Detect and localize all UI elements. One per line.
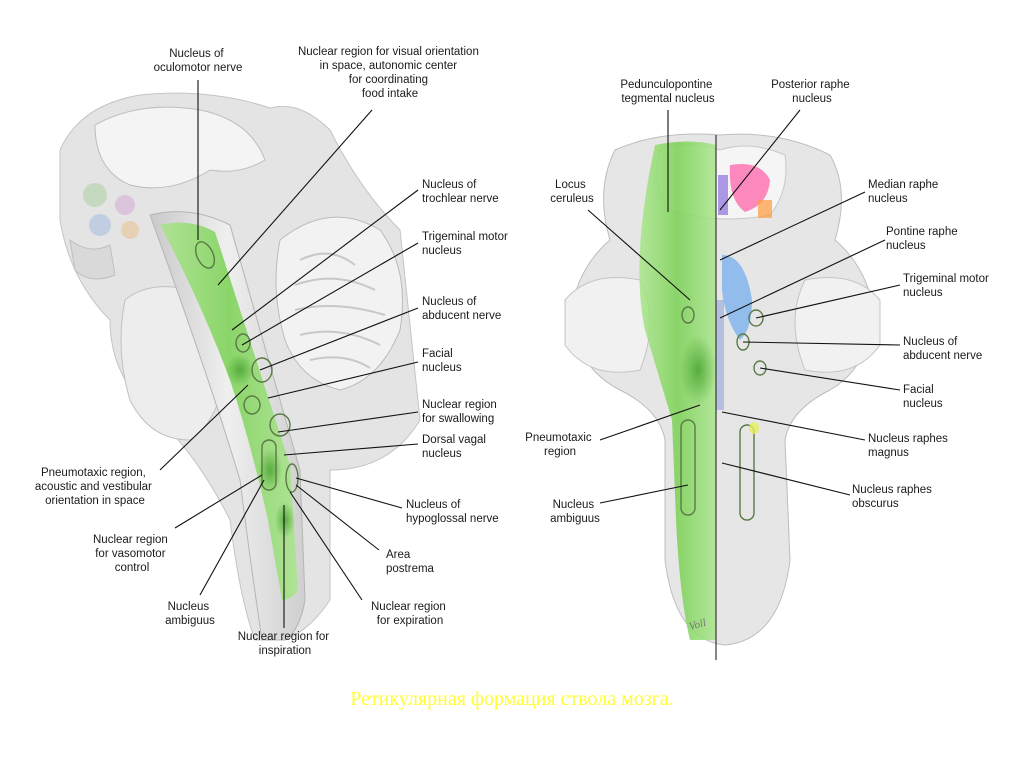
label-area-postrema: Area postrema [386, 549, 435, 575]
label-oculomotor-nucleus: Nucleus of oculomotor nerve [154, 48, 243, 74]
label-visual-orientation-region: Nuclear region for visual orientation in… [298, 46, 482, 100]
label-median-raphe-nucleus: Median raphe nucleus [868, 179, 942, 205]
cerebral-peduncle-left [565, 278, 650, 373]
label-facial-nucleus: Facial nucleus [422, 348, 462, 374]
label-hypoglossal-nucleus: Nucleus of hypoglossal nerve [406, 499, 499, 525]
label-pedunculopontine-nucleus: Pedunculopontine tegmental nucleus [620, 79, 715, 105]
label-expiration-region: Nuclear region for expiration [371, 601, 449, 627]
label-pneumotaxic-region: Pneumotaxic region, acoustic and vestibu… [35, 467, 155, 507]
label-trochlear-nucleus: Nucleus of trochlear nerve [422, 179, 499, 205]
label-inspiration-region: Nuclear region for inspiration [238, 631, 333, 657]
label-vasomotor-region: Nuclear region for vasomotor control [93, 534, 171, 574]
label-pneumotaxic-region-right: Pneumotaxic region [525, 432, 595, 458]
label-dorsal-vagal-nucleus: Dorsal vagal nucleus [422, 434, 489, 460]
label-pontine-raphe-nucleus: Pontine raphe nucleus [886, 226, 961, 252]
label-trigeminal-motor-nucleus: Trigeminal motor nucleus [422, 231, 511, 257]
slide-caption: Ретикулярная формация ствола мозга. [0, 688, 1024, 711]
label-nucleus-ambiguus-left: Nucleus ambiguus [165, 601, 215, 627]
dorsal-brainstem-view: Voll [565, 134, 880, 660]
label-nucleus-ambiguus-right: Nucleus ambiguus [550, 499, 600, 525]
label-nucleus-raphes-magnus: Nucleus raphes magnus [868, 433, 951, 459]
cerebral-peduncle-right [795, 278, 880, 373]
label-abducent-nucleus-right: Nucleus of abducent nerve [903, 336, 982, 362]
label-posterior-raphe-nucleus: Posterior raphe nucleus [771, 79, 853, 105]
label-nucleus-raphes-obscurus: Nucleus raphes obscurus [852, 484, 935, 510]
label-facial-nucleus-right: Facial nucleus [903, 384, 943, 410]
label-abducent-nucleus: Nucleus of abducent nerve [422, 296, 501, 322]
label-trigeminal-motor-nucleus-right: Trigeminal motor nucleus [903, 273, 992, 299]
label-locus-ceruleus: Locus ceruleus [550, 179, 594, 205]
label-swallowing-region: Nuclear region for swallowing [422, 399, 500, 425]
